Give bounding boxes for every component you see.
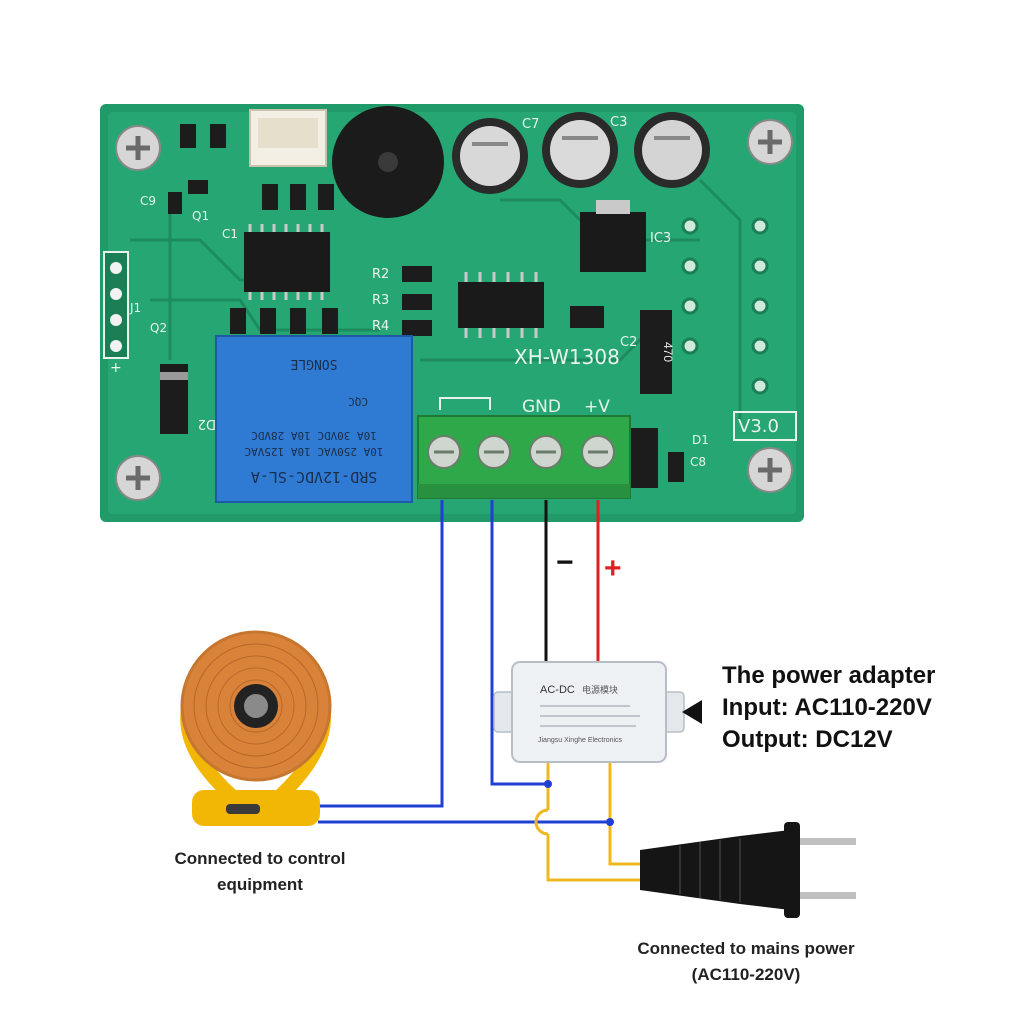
- label-r2: R2: [372, 267, 389, 282]
- wire-blue-relay-to-heater: [318, 500, 444, 808]
- voltage-regulator-ic3: [580, 200, 646, 272]
- label-c2: C2: [620, 335, 637, 350]
- mains-label: Connected to mains power (AC110-220V): [596, 936, 896, 988]
- junction-blue-plug: [606, 818, 614, 826]
- wire-yellow-left: [546, 756, 640, 882]
- adapter-heading: AC-DC: [540, 684, 575, 696]
- label-j1: J1: [129, 301, 141, 315]
- relay-rating-dc: 10A 30VDC 10A 28VDC: [251, 429, 377, 442]
- version-box: [733, 411, 797, 441]
- label-c7: C7: [522, 117, 539, 132]
- label-q1: Q1: [192, 209, 209, 223]
- mains-label-line2: (AC110-220V): [691, 965, 801, 984]
- label-ic3: IC3: [650, 231, 671, 246]
- mounting-screw-tr: [747, 119, 793, 165]
- board-model: XH-W1308: [514, 345, 620, 369]
- adapter-callout: The power adapter Input: AC110-220V Outp…: [722, 660, 935, 756]
- controller-board: 470 C9 Q1 C1 R2 R3 R4 J1 Q2: [100, 104, 804, 522]
- label-q2: Q2: [150, 321, 167, 335]
- heater: [180, 630, 332, 826]
- sensor-connector: [249, 109, 327, 167]
- equipment-label: Connected to control equipment: [140, 846, 380, 898]
- smd-components: [168, 124, 684, 482]
- callout-title: The power adapter: [722, 662, 936, 689]
- callout-output: Output: DC12V: [722, 726, 893, 753]
- relay-cert: CQC: [348, 395, 368, 408]
- label-r4: R4: [372, 319, 389, 334]
- terminal-screw-2: [477, 435, 511, 469]
- terminal-screw-3: [529, 435, 563, 469]
- relay-terminal-bracket: [439, 397, 491, 410]
- heater-grill: [193, 643, 319, 769]
- resistor-470: 470: [640, 310, 675, 394]
- label-c1: C1: [222, 227, 238, 241]
- relay-brand: SONGLE: [291, 356, 338, 371]
- label-c8: C8: [690, 455, 706, 469]
- power-adapter: AC-DC 电源模块 Jiangsu Xinghe Electronics: [493, 661, 685, 763]
- mounting-screw-tl: [115, 125, 161, 171]
- relay: SRD-12VDC-SL-A 10A 250VAC 10A 125VAC 10A…: [215, 335, 413, 503]
- capacitor-c1: [634, 112, 710, 188]
- terminal-label-v: +V: [584, 397, 610, 417]
- label-r3: R3: [372, 293, 389, 308]
- terminal-screw-1: [427, 435, 461, 469]
- terminal-label-gnd: GND: [522, 397, 561, 417]
- terminal-block: [417, 415, 631, 499]
- wire-blue-relay-to-adapter: [490, 500, 548, 786]
- polarity-negative: −: [556, 546, 574, 579]
- wire-yellow-right: [608, 756, 640, 866]
- wires: [318, 500, 640, 882]
- mains-label-line1: Connected to mains power: [637, 939, 855, 958]
- pin-header-j1: [103, 251, 129, 359]
- diode-d2: [160, 364, 188, 434]
- adapter-label-lines: [540, 705, 640, 727]
- adapter-maker: Jiangsu Xinghe Electronics: [538, 737, 623, 744]
- equipment-label-line1: Connected to control: [174, 849, 346, 868]
- relay-model: SRD-12VDC-SL-A: [251, 468, 377, 486]
- board-version: V3.0: [738, 416, 779, 437]
- ic-chip-relay-driver: [458, 272, 544, 338]
- ic-chip-main: [244, 224, 330, 300]
- label-c9: C9: [140, 194, 156, 208]
- callout-input: Input: AC110-220V: [722, 694, 932, 721]
- label-d1: D1: [692, 433, 709, 447]
- pcb-vias: [681, 217, 769, 395]
- buzzer: [332, 106, 444, 218]
- equipment-label-line2: equipment: [217, 875, 303, 894]
- relay-rating-ac: 10A 250VAC 10A 125VAC: [244, 445, 383, 458]
- mounting-screw-bl: [115, 455, 161, 501]
- terminal-screw-4: [581, 435, 615, 469]
- pin-marker: +: [110, 360, 122, 376]
- junction-blue: [544, 780, 552, 788]
- label-c3: C3: [610, 115, 627, 130]
- polarity-positive: +: [604, 552, 622, 585]
- capacitor-c3: [542, 112, 618, 188]
- mounting-screw-br: [747, 447, 793, 493]
- adapter-heading-cn: 电源模块: [582, 684, 618, 696]
- callout-arrow-icon: [682, 700, 702, 724]
- plug-grip-ridges: [679, 838, 741, 902]
- resistor-code: 470: [661, 342, 675, 362]
- label-d2: D2: [198, 416, 216, 431]
- capacitor-c2: [452, 118, 528, 194]
- wire-yellow-crossover: [534, 808, 549, 836]
- diode-d1: [630, 428, 658, 488]
- mains-plug: [640, 822, 856, 918]
